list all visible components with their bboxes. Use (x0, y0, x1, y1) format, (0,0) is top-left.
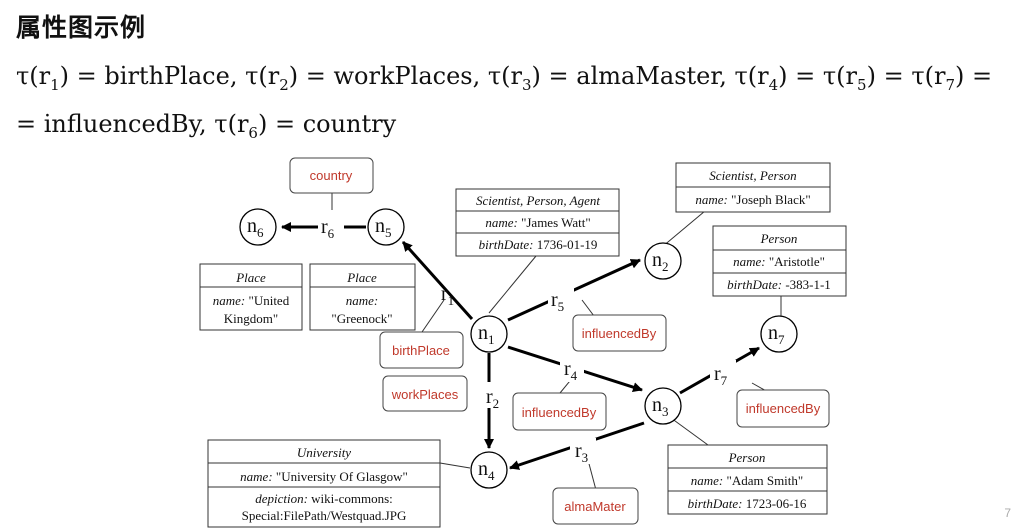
edge-label-influencedby-r7: influencedBy (746, 401, 821, 416)
relation-r2: r2 (486, 386, 499, 411)
edge-label-influencedby-r5: influencedBy (582, 326, 657, 341)
node-n7-label: n7 (768, 322, 785, 347)
box-n3-header: Person (728, 450, 766, 465)
relation-r7: r7 (714, 363, 728, 388)
node-n5-circle (367, 208, 405, 246)
box-n1-birthdate: birthDate: 1736-01-19 (479, 237, 598, 252)
edge-label-country: country (310, 168, 353, 183)
relation-r1: r1 (441, 283, 454, 308)
relation-r6: r6 (321, 216, 335, 241)
box-n7-name: name: "Aristotle" (733, 254, 825, 269)
edge-label-almamater: almaMater (564, 499, 626, 514)
box-n5-name-key: name: (346, 293, 379, 308)
box-n2-header: Scientist, Person (709, 168, 796, 183)
box-n7-birthdate: birthDate: -383-1-1 (727, 277, 831, 292)
box-n4-name: name: "University Of Glasgow" (240, 469, 408, 484)
box-n6-header: Place (235, 270, 266, 285)
edge-label-birthplace: birthPlace (392, 343, 450, 358)
box-n1-header: Scientist, Person, Agent (476, 193, 600, 208)
property-box-frames (199, 162, 847, 528)
box-n6-name-cont: Kingdom" (224, 311, 278, 326)
edge-label-boxes (289, 157, 830, 525)
relation-r5: r5 (551, 289, 564, 314)
formula-line-1: τ(r1) = birthPlace, τ(r2) = workPlaces, … (16, 62, 993, 94)
box-n3-birthdate: birthDate: 1723-06-16 (688, 496, 807, 511)
relation-label-backgrounds (318, 214, 736, 464)
node-n4-circle (470, 451, 508, 489)
page-title: 属性图示例 (16, 13, 147, 42)
node-n1-label: n1 (478, 322, 495, 347)
box-n4-depiction: depiction: wiki-commons: (255, 491, 393, 506)
edges (281, 222, 760, 470)
node-circles (239, 208, 798, 489)
box-n7-header: Person (760, 231, 798, 246)
node-n2-circle (644, 242, 682, 280)
node-n1-circle (470, 315, 508, 353)
node-n2-label: n2 (652, 249, 669, 274)
box-n2-name: name: "Joseph Black" (695, 192, 810, 207)
node-n3-label: n3 (652, 394, 669, 419)
formula-line-2: = influencedBy, τ(r6) = country (16, 110, 397, 142)
box-n4-header: University (297, 445, 351, 460)
node-n6-label: n6 (247, 215, 264, 240)
box-n4-depiction-path: Special:FilePath/Westquad.JPG (242, 508, 407, 523)
edge-label-influencedby-r4: influencedBy (522, 405, 597, 420)
box-n6-name: name: "United (213, 293, 290, 308)
box-n3-name: name: "Adam Smith" (691, 473, 803, 488)
node-n5-label: n5 (375, 215, 392, 240)
node-n3-circle (644, 387, 682, 425)
box-n5-name: "Greenock" (331, 311, 392, 326)
edge-label-workplaces: workPlaces (391, 387, 459, 402)
node-n7-circle (760, 315, 798, 353)
relation-r4: r4 (564, 358, 578, 383)
node-n6-circle (239, 208, 277, 246)
box-n1-name: name: "James Watt" (485, 215, 590, 230)
node-n4-label: n4 (478, 458, 495, 483)
box-n5-header: Place (346, 270, 377, 285)
page-number: 7 (1004, 506, 1011, 520)
relation-r3: r3 (575, 440, 588, 465)
